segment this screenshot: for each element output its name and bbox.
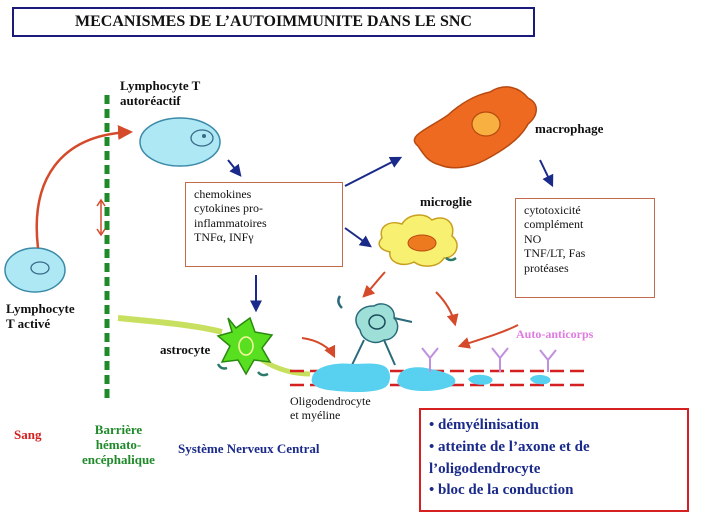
antibodies (421, 347, 557, 372)
label-oligodendrocyte: Oligodendrocyte et myéline (290, 394, 371, 422)
mediators-box: chemokines cytokines pro- inflammatoires… (185, 182, 343, 267)
arrow-to-macrophage (344, 156, 403, 187)
myelinated-axon (290, 363, 585, 392)
page-title: MECANISMES DE L’AUTOIMMUNITE DANS LE SNC (12, 7, 535, 37)
microglie-cell (378, 214, 458, 267)
arrow-to-microglie (344, 227, 372, 248)
lymphocyte-t-autoreactif-cell (139, 117, 221, 167)
oligodendrocyte-cell (337, 295, 413, 366)
astrocyte-cell (117, 315, 311, 377)
crossing-arrow (35, 125, 133, 249)
label-lymphocyte-autoreactif: Lymphocyte T autoréactif (120, 78, 201, 108)
effector-box: cytotoxicité complément NO TNF/LT, Fas p… (515, 198, 655, 298)
arrow-effectors-to-axon (457, 324, 519, 349)
outcomes-box: • démyélinisation • atteinte de l’axone … (419, 408, 689, 512)
label-auto-anticorps: Auto-anticorps (516, 327, 594, 341)
label-snc: Système Nerveux Central (178, 441, 320, 456)
label-astrocyte: astrocyte (160, 342, 211, 357)
arrow-astrocyte-to-axon (301, 337, 336, 359)
label-barriere: Barrière hémato- encéphalique (82, 422, 155, 467)
label-sang: Sang (14, 427, 42, 442)
label-macrophage: macrophage (535, 121, 604, 136)
label-microglie: microglie (420, 194, 472, 209)
arrow-microglie-to-axon (435, 291, 459, 327)
arrow-lymphocyte-to-mediators (227, 159, 242, 177)
barrier-double-arrow (96, 198, 106, 237)
label-lymphocyte-active: Lymphocyte T activé (6, 301, 75, 331)
arrow-macrophage-to-effectors (539, 159, 554, 188)
macrophage-cell (413, 86, 537, 169)
arrow-microglie-to-oligodendrocyte (362, 271, 386, 298)
lymphocyte-t-active-cell (4, 247, 66, 293)
